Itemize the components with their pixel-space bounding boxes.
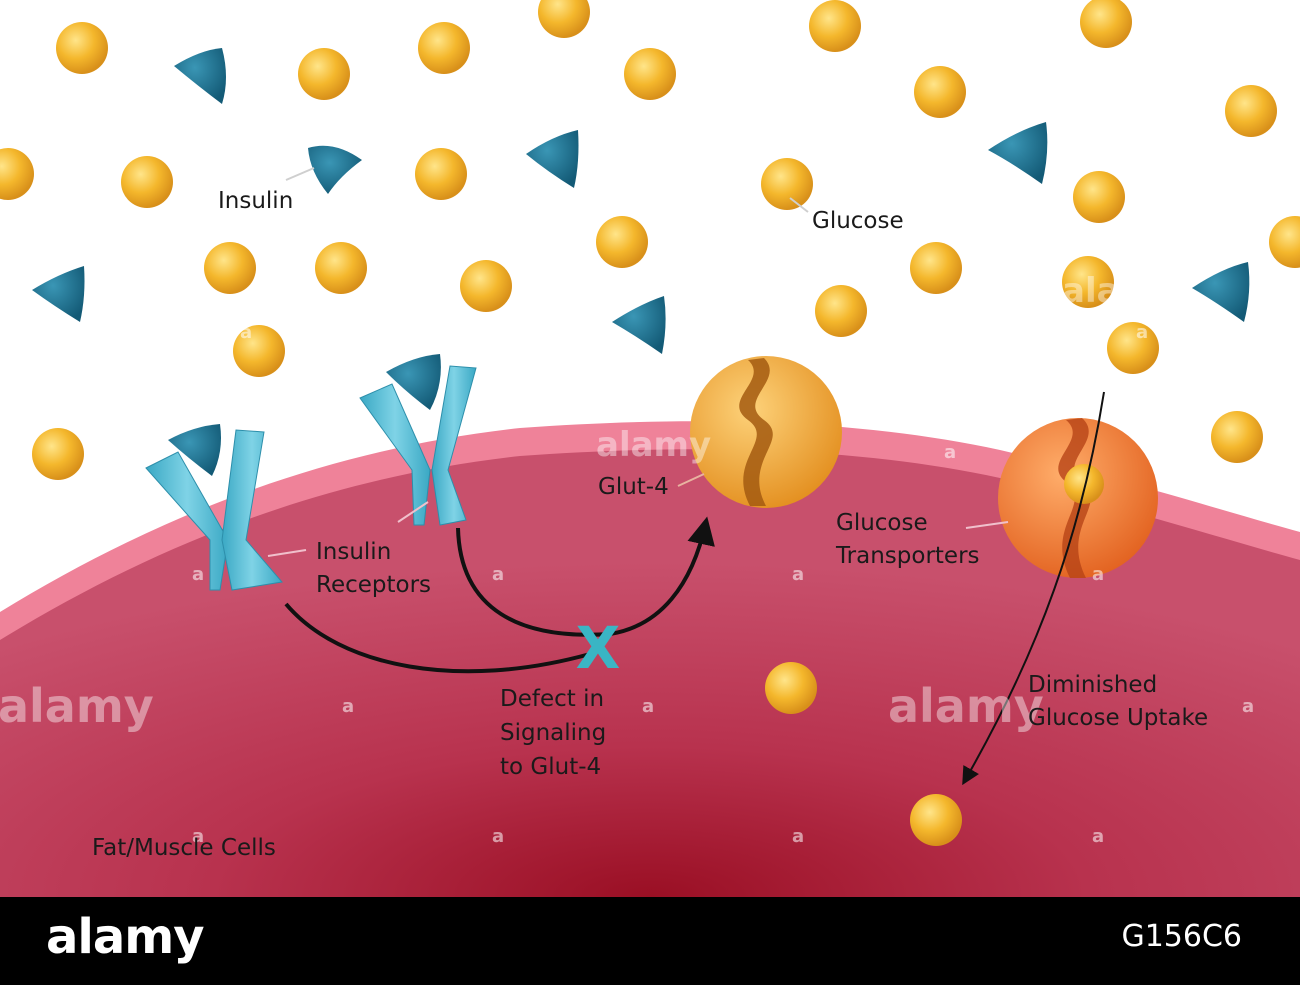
glucose-molecule (418, 22, 470, 74)
glucose-molecule (460, 260, 512, 312)
footer-brand-logo: alamy (46, 909, 205, 965)
transporter-pointer (965, 521, 1009, 529)
label-defect-line3: to Glut-4 (500, 754, 601, 780)
glucose-molecule (0, 148, 34, 200)
insulin-pointer (285, 167, 315, 181)
watermark-logo: alamy (0, 679, 154, 733)
watermark-mark: a (492, 826, 504, 847)
glucose-molecule (1225, 85, 1277, 137)
watermarks: alamy alamy alamy alamy a a a a a a a a … (0, 271, 1254, 847)
watermark-mark: a (192, 564, 204, 585)
glucose-molecule (910, 242, 962, 294)
insulin-molecule (386, 354, 441, 410)
receptor-pointer-2 (397, 501, 429, 523)
glucose-molecule (298, 48, 350, 100)
label-glut4: Glut-4 (598, 474, 669, 500)
watermark-mark: a (492, 564, 504, 585)
glucose-molecule (121, 156, 173, 208)
watermark-logo: alamy (596, 425, 711, 465)
signal-arrow-2 (456, 516, 715, 637)
glucose-molecule (1107, 322, 1159, 374)
glucose-molecule (910, 794, 962, 846)
insulin-receptor (145, 424, 283, 591)
label-insulin-receptors-line1: Insulin (316, 539, 391, 565)
glucose-molecule (1064, 464, 1104, 504)
insulin-resistance-diagram: X alamy alamy alamy alamy a a a a a a a … (0, 0, 1300, 897)
glucose-molecule (809, 0, 861, 52)
glut4-pointer (677, 473, 705, 487)
label-diminished-line1: Diminished (1028, 672, 1157, 698)
glucose-molecule (315, 242, 367, 294)
glucose-pointer (789, 197, 809, 213)
glucose-molecule (761, 158, 813, 210)
glut4-transporter (690, 356, 842, 508)
glucose-molecule (1073, 171, 1125, 223)
watermark-mark: a (1092, 564, 1104, 585)
glucose-molecule (765, 662, 817, 714)
watermark-logo: alamy (888, 679, 1044, 733)
watermark-mark: a (240, 322, 252, 343)
insulin-molecule (526, 130, 579, 188)
glucose-molecule (1062, 256, 1114, 308)
signal-arrow-1 (284, 602, 591, 674)
uptake-arrow (962, 391, 1105, 786)
watermark-mark: a (1136, 322, 1148, 343)
watermark-mark: a (1242, 696, 1254, 717)
watermark-mark: a (1092, 826, 1104, 847)
watermark-mark: a (342, 696, 354, 717)
glucose-molecules (0, 0, 1300, 480)
label-defect-line2: Signaling (500, 720, 606, 746)
insulin-molecule (1192, 262, 1250, 322)
glucose-molecule (596, 216, 648, 268)
glucose-molecule (56, 22, 108, 74)
label-glucose: Glucose (812, 208, 904, 234)
insulin-molecule (168, 424, 221, 476)
glucose-molecule (815, 285, 867, 337)
glucose-transporter (998, 418, 1158, 578)
insulin-molecule (988, 122, 1048, 184)
label-cells: Fat/Muscle Cells (92, 835, 276, 861)
insulin-molecule (174, 48, 226, 104)
label-diminished-line2: Glucose Uptake (1028, 705, 1208, 731)
receptor-pointer-1 (267, 549, 307, 557)
glucose-molecule (32, 428, 84, 480)
watermark-mark: a (192, 826, 204, 847)
label-glucose-transporters-line1: Glucose (836, 510, 928, 536)
defect-x-mark: X (576, 614, 621, 682)
glucose-molecule (1080, 0, 1132, 48)
glucose-molecule (538, 0, 590, 38)
glucose-molecule (624, 48, 676, 100)
watermark-mark: a (792, 826, 804, 847)
footer-image-id: G156C6 (1121, 919, 1242, 954)
glucose-molecule (204, 242, 256, 294)
insulin-molecule (308, 145, 362, 194)
watermark-mark: a (642, 696, 654, 717)
glucose-molecule (1269, 216, 1300, 268)
glucose-molecule (415, 148, 467, 200)
insulin-molecules (32, 48, 1250, 354)
insulin-molecule (32, 266, 85, 322)
watermark-logo: alamy (1062, 271, 1177, 311)
glucose-molecule (1211, 411, 1263, 463)
watermark-mark: a (792, 564, 804, 585)
insulin-receptor (359, 354, 477, 526)
label-insulin: Insulin (218, 188, 293, 214)
glucose-molecule (914, 66, 966, 118)
watermark-footer: alamy G156C6 (0, 897, 1300, 985)
label-glucose-transporters-line2: Transporters (835, 543, 980, 569)
label-insulin-receptors-line2: Receptors (316, 572, 431, 598)
label-defect-line1: Defect in (500, 686, 604, 712)
insulin-molecule (612, 296, 666, 354)
glucose-molecule (233, 325, 285, 377)
watermark-mark: a (944, 442, 956, 463)
